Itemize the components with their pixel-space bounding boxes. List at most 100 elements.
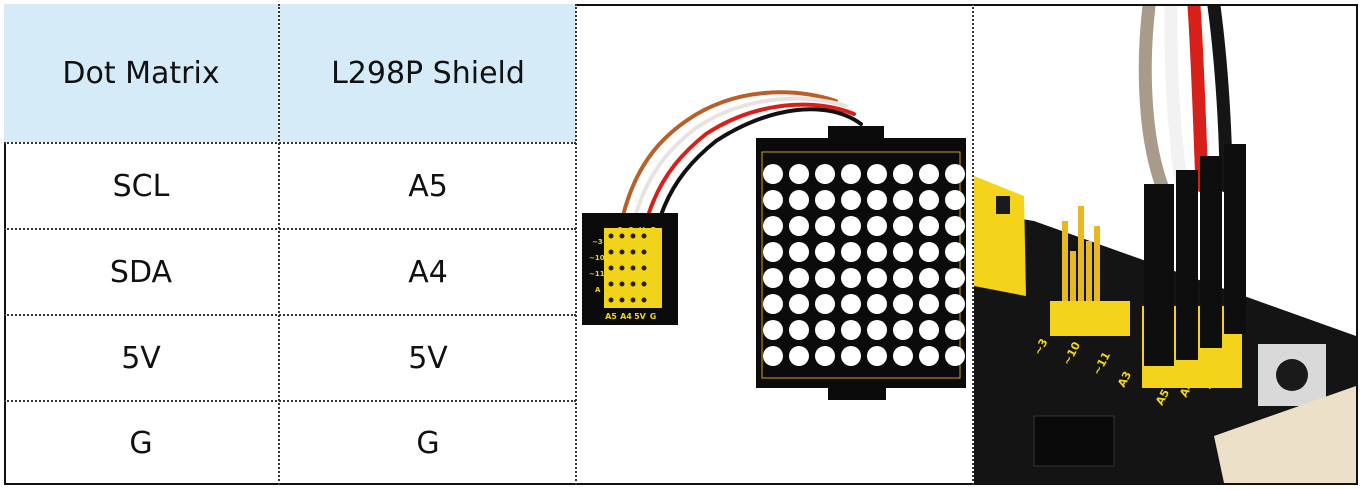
module-top-label: V xyxy=(639,226,645,234)
led-dot xyxy=(867,216,887,236)
led-dot xyxy=(763,346,783,366)
header-l298p-shield: L298P Shield xyxy=(280,4,576,142)
row-g-module: G xyxy=(129,426,153,461)
panel-divider xyxy=(972,4,974,485)
led-dot xyxy=(815,320,835,340)
led-dot xyxy=(815,242,835,262)
led-dot xyxy=(841,294,861,314)
led-dot xyxy=(867,190,887,210)
led-dot xyxy=(789,346,809,366)
led-dot xyxy=(893,216,913,236)
row-divider xyxy=(4,142,576,144)
module-side-label: ~11 xyxy=(589,270,605,278)
led-dot xyxy=(867,242,887,262)
led-dot xyxy=(763,294,783,314)
led-dot xyxy=(763,242,783,262)
module-top-label: G xyxy=(650,226,656,234)
header-dot-matrix: Dot Matrix xyxy=(4,4,278,142)
led-dot xyxy=(789,268,809,288)
led-dot xyxy=(945,294,965,314)
module-side-label: ~3 xyxy=(592,238,603,246)
led-dot xyxy=(919,294,939,314)
module-pin-label-a4: A4 xyxy=(620,312,632,321)
led-dot xyxy=(945,190,965,210)
led-dot xyxy=(945,320,965,340)
row-g-shield: G xyxy=(416,426,440,461)
row-sda-shield: A4 xyxy=(408,254,448,290)
row-5v-module: 5V xyxy=(121,340,161,376)
led-dot xyxy=(763,164,783,184)
led-dot xyxy=(919,268,939,288)
led-dot xyxy=(789,294,809,314)
led-dot xyxy=(841,346,861,366)
row-divider xyxy=(4,400,576,402)
row-divider xyxy=(4,228,576,230)
led-dot xyxy=(789,190,809,210)
module-pin-label-a5: A5 xyxy=(605,312,617,321)
led-dot xyxy=(867,164,887,184)
module-pin-label-g: G xyxy=(650,312,657,321)
led-dot xyxy=(919,242,939,262)
white-connector xyxy=(1214,386,1356,483)
reset-button xyxy=(1276,359,1308,391)
led-dot xyxy=(841,268,861,288)
led-dot xyxy=(945,268,965,288)
yellow-header xyxy=(974,176,1026,296)
led-dot xyxy=(763,190,783,210)
dupont-housings xyxy=(1144,144,1246,366)
led-dot xyxy=(867,320,887,340)
column-divider xyxy=(278,4,280,485)
row-5v-shield: 5V xyxy=(408,340,448,376)
led-dot xyxy=(841,164,861,184)
led-dot xyxy=(841,216,861,236)
row-scl-shield: A5 xyxy=(408,168,448,204)
led-dot xyxy=(841,190,861,210)
led-dot xyxy=(841,320,861,340)
led-dot xyxy=(789,164,809,184)
module-side-label: A xyxy=(595,286,601,294)
led-dot xyxy=(867,346,887,366)
module-pin-label-5v: 5V xyxy=(634,312,647,321)
row-scl-module: SCL xyxy=(112,168,170,204)
row-sda-module: SDA xyxy=(109,254,173,290)
led-dot xyxy=(841,242,861,262)
row-divider xyxy=(4,314,576,316)
led-dot xyxy=(893,320,913,340)
led-dot xyxy=(893,294,913,314)
led-dot xyxy=(893,242,913,262)
led-dot xyxy=(815,164,835,184)
led-dot xyxy=(919,164,939,184)
shield-pin-module: ~3 ~10 ~11 A S S V G A5 A4 5V G xyxy=(582,213,678,325)
panel-divider xyxy=(575,4,577,485)
led-dot xyxy=(945,216,965,236)
led-dot xyxy=(789,216,809,236)
led-dot xyxy=(815,294,835,314)
led-dot xyxy=(789,320,809,340)
led-dot xyxy=(789,242,809,262)
led-dot xyxy=(815,190,835,210)
led-grid xyxy=(763,164,965,366)
led-dot xyxy=(763,216,783,236)
dot-matrix-module xyxy=(756,126,966,400)
module-top-label: S xyxy=(628,226,633,234)
led-dot xyxy=(919,346,939,366)
led-dot xyxy=(815,268,835,288)
led-dot xyxy=(945,164,965,184)
pin-connection-table: Dot Matrix L298P Shield SCL A5 SDA A4 5V… xyxy=(4,4,577,485)
led-dot xyxy=(815,346,835,366)
led-dot xyxy=(945,242,965,262)
led-dot xyxy=(919,320,939,340)
led-dot xyxy=(763,320,783,340)
wiring-diagram: ~3 ~10 ~11 A S S V G A5 A4 5V G xyxy=(582,90,966,400)
module-side-label: ~10 xyxy=(589,254,605,262)
led-dot xyxy=(893,164,913,184)
matrix-connector xyxy=(828,126,884,140)
led-dot xyxy=(893,346,913,366)
header-pins xyxy=(1062,206,1100,321)
led-dot xyxy=(763,268,783,288)
board-closeup-photo: ~3 ~10 ~11 A3 A5 A4 5V G xyxy=(974,6,1356,483)
led-dot xyxy=(867,294,887,314)
led-dot xyxy=(919,216,939,236)
led-dot xyxy=(893,190,913,210)
led-dot xyxy=(919,190,939,210)
